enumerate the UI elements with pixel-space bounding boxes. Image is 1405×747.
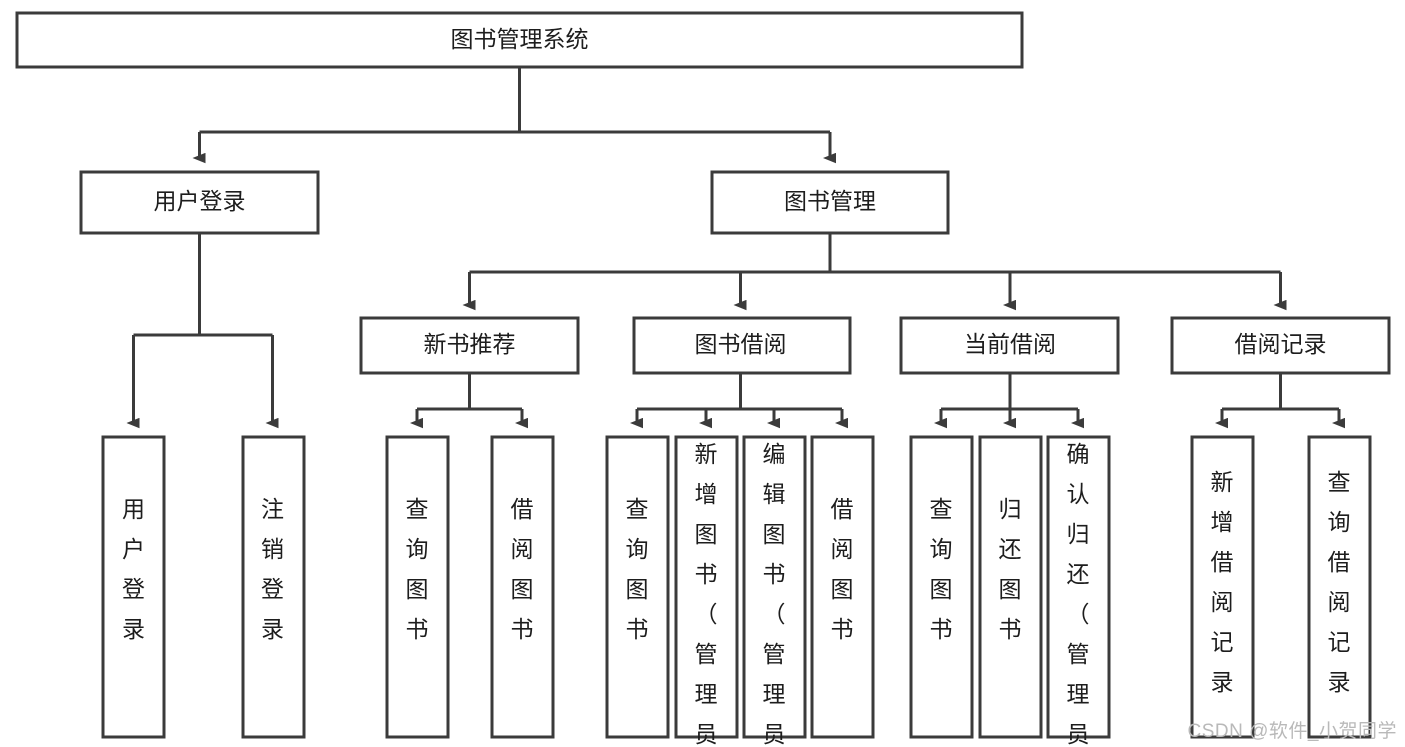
node-book-management-box — [710, 170, 950, 235]
node-leaf-confirm-return[interactable]: 确认归还（管理员） — [1046, 435, 1111, 747]
node-leaf-query-record[interactable]: 查询借阅记录 — [1307, 435, 1372, 739]
node-leaf-user-logout-box — [241, 435, 306, 739]
node-leaf-query-book-3[interactable]: 查询图书 — [909, 435, 974, 739]
node-leaf-query-record-box — [1307, 435, 1372, 739]
node-leaf-return-book-box — [978, 435, 1043, 739]
node-book-management[interactable]: 图书管理 — [710, 170, 950, 235]
node-leaf-borrow-book-1-label: 借阅图书 — [511, 496, 534, 642]
node-leaf-confirm-return-box — [1046, 435, 1111, 739]
node-leaf-query-book-2-box — [605, 435, 670, 739]
node-leaf-user-login[interactable]: 用户登录 — [101, 435, 166, 739]
node-book-borrow-box — [632, 316, 852, 375]
node-leaf-add-record-box — [1190, 435, 1255, 739]
node-borrow-record[interactable]: 借阅记录 — [1170, 316, 1391, 375]
node-root-box — [15, 11, 1024, 69]
node-leaf-return-book-label: 归还图书 — [999, 496, 1022, 642]
node-leaf-borrow-book-1[interactable]: 借阅图书 — [490, 435, 555, 739]
node-leaf-query-book-2-label: 查询图书 — [626, 496, 649, 642]
node-leaf-borrow-book-2[interactable]: 借阅图书 — [810, 435, 875, 739]
node-leaf-query-book-1-box — [385, 435, 450, 739]
node-root[interactable]: 图书管理系统 — [15, 11, 1024, 69]
node-root-label: 图书管理系统 — [451, 26, 589, 52]
node-leaf-user-login-label: 用户登录 — [122, 496, 145, 642]
node-book-management-label: 图书管理 — [784, 188, 876, 214]
node-book-borrow-label: 图书借阅 — [695, 331, 787, 357]
edges-layer — [126, 67, 1345, 429]
node-leaf-add-record-label: 新增借阅记录 — [1211, 469, 1234, 695]
node-leaf-add-record[interactable]: 新增借阅记录 — [1190, 435, 1255, 739]
node-leaf-user-logout-label: 注销登录 — [261, 496, 284, 642]
node-new-book-recommend[interactable]: 新书推荐 — [359, 316, 580, 375]
node-new-book-recommend-box — [359, 316, 580, 375]
node-new-book-recommend-label: 新书推荐 — [424, 331, 516, 357]
node-leaf-query-book-1-label: 查询图书 — [406, 496, 429, 642]
node-leaf-edit-book-label: 编辑图书（管理员） — [763, 441, 786, 747]
node-borrow-record-box — [1170, 316, 1391, 375]
node-user-login-box — [79, 170, 320, 235]
node-leaf-query-book-3-box — [909, 435, 974, 739]
node-leaf-edit-book-box — [742, 435, 807, 739]
node-leaf-borrow-book-2-box — [810, 435, 875, 739]
node-leaf-add-book-label: 新增图书（管理员） — [695, 441, 718, 747]
node-current-borrow-label: 当前借阅 — [964, 331, 1056, 357]
node-leaf-edit-book[interactable]: 编辑图书（管理员） — [742, 435, 807, 747]
node-book-borrow[interactable]: 图书借阅 — [632, 316, 852, 375]
node-current-borrow[interactable]: 当前借阅 — [899, 316, 1120, 375]
node-user-login-label: 用户登录 — [154, 188, 246, 214]
node-current-borrow-box — [899, 316, 1120, 375]
node-leaf-query-book-2[interactable]: 查询图书 — [605, 435, 670, 739]
node-leaf-query-record-label: 查询借阅记录 — [1328, 469, 1351, 695]
node-leaf-confirm-return-label: 确认归还（管理员） — [1067, 441, 1090, 747]
node-leaf-borrow-book-2-label: 借阅图书 — [831, 496, 854, 642]
node-leaf-query-book-1[interactable]: 查询图书 — [385, 435, 450, 739]
node-leaf-query-book-3-label: 查询图书 — [930, 496, 953, 642]
node-leaf-user-login-box — [101, 435, 166, 739]
node-leaf-user-logout[interactable]: 注销登录 — [241, 435, 306, 739]
csdn-watermark: CSDN @软件_小贺同学 — [1187, 721, 1397, 742]
node-leaf-borrow-book-1-box — [490, 435, 555, 739]
node-leaf-add-book-box — [674, 435, 739, 739]
node-borrow-record-label: 借阅记录 — [1235, 331, 1327, 357]
node-leaf-return-book[interactable]: 归还图书 — [978, 435, 1043, 739]
node-leaf-add-book[interactable]: 新增图书（管理员） — [674, 435, 739, 747]
node-user-login[interactable]: 用户登录 — [79, 170, 320, 235]
